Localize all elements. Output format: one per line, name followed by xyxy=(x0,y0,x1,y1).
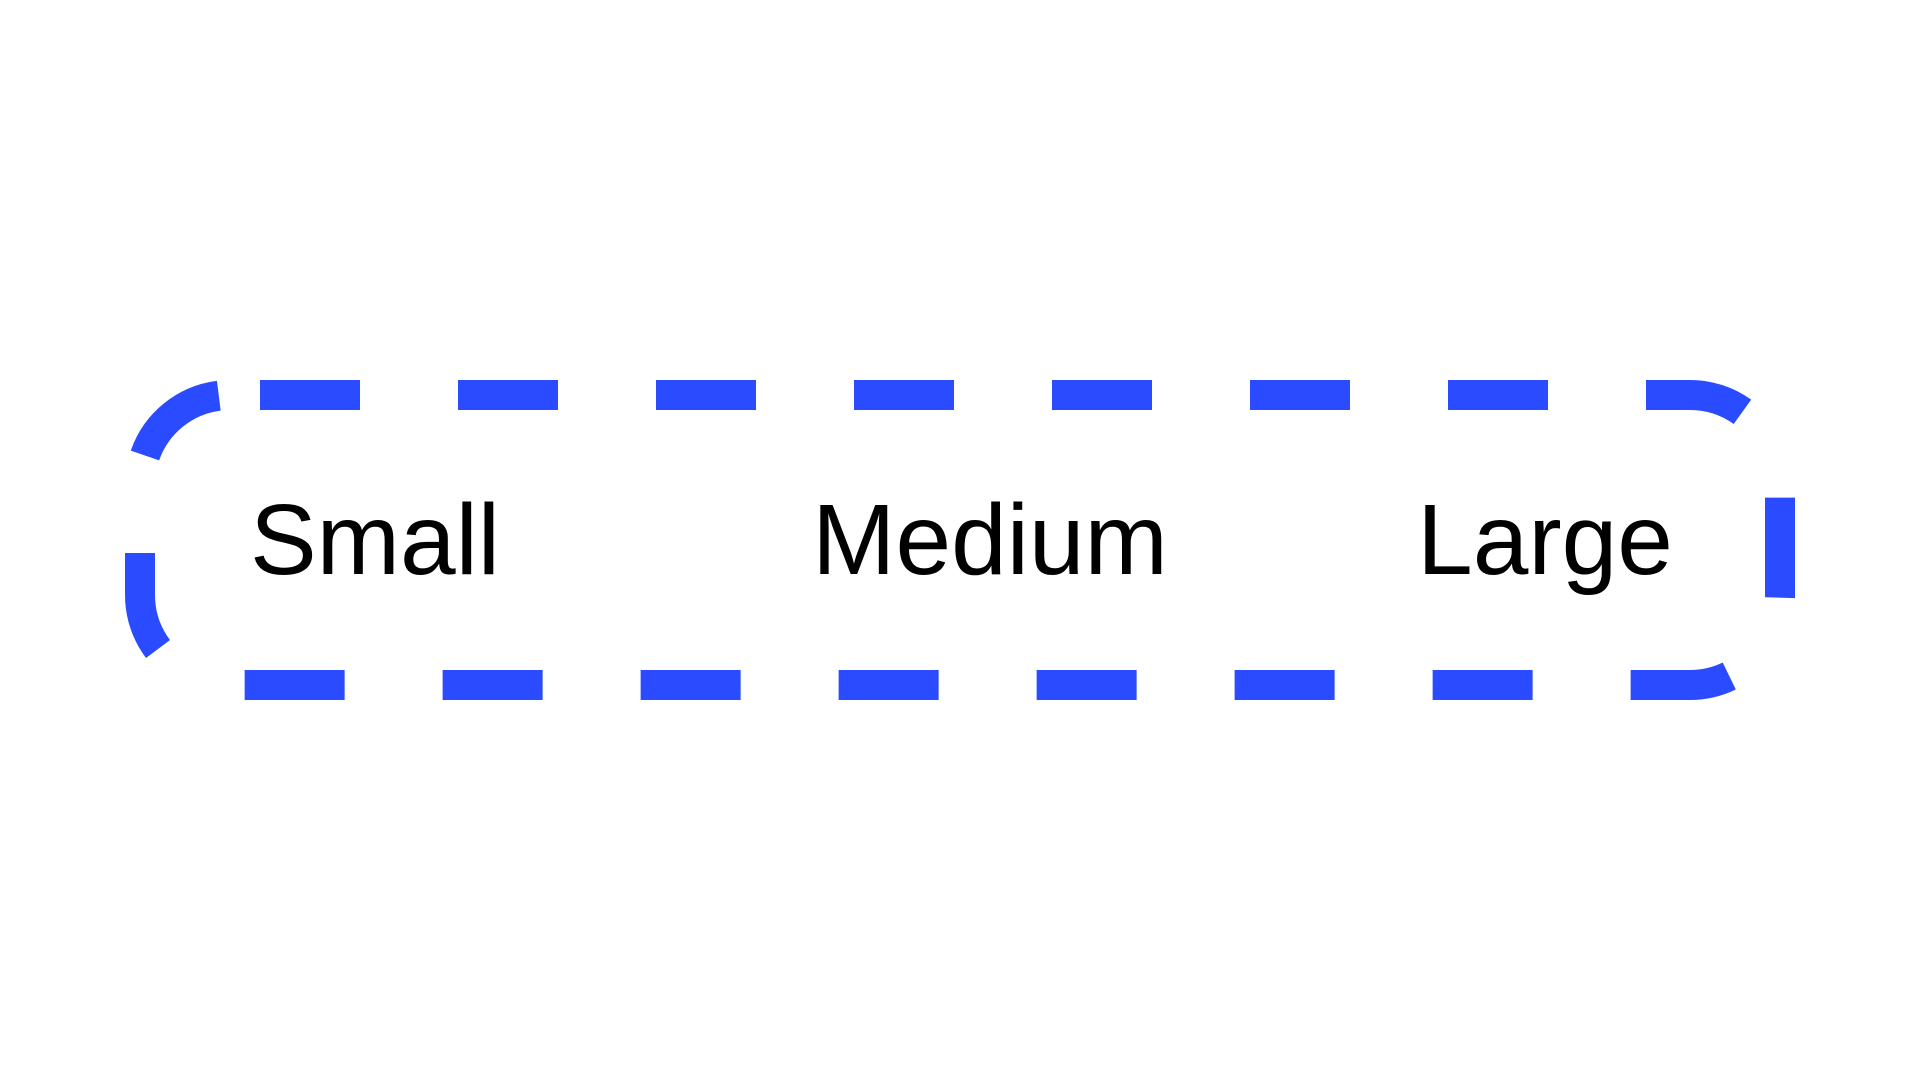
option-large[interactable]: Large xyxy=(1417,484,1673,596)
option-small[interactable]: Small xyxy=(249,484,501,596)
option-medium[interactable]: Medium xyxy=(812,484,1168,596)
size-selector: Small Medium Large xyxy=(125,380,1795,700)
dashed-border xyxy=(125,380,1795,700)
